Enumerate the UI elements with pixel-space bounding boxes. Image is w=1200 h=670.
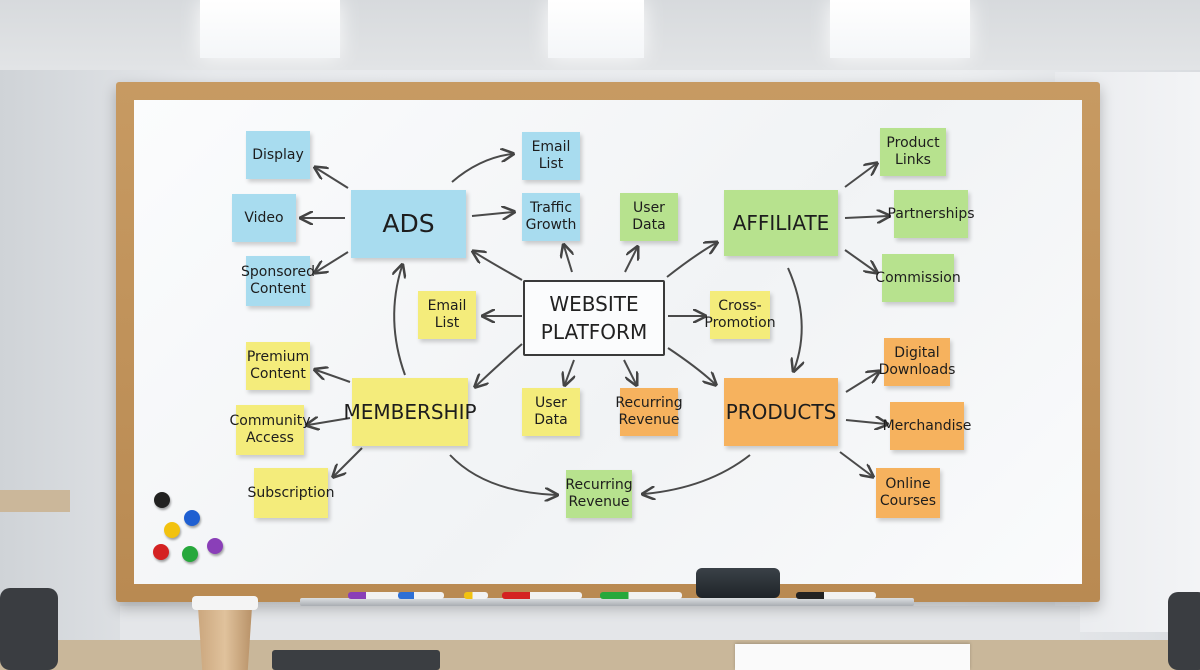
- note-sponsored-content: Sponsored Content: [241, 256, 315, 306]
- magnet[interactable]: [164, 522, 180, 538]
- desk: [0, 640, 1200, 670]
- ceiling-light: [830, 0, 970, 58]
- lower-wall: [120, 606, 1080, 640]
- note-membership: MEMBERSHIP: [343, 378, 477, 446]
- note-traffic-growth: Traffic Growth: [522, 193, 580, 241]
- marker[interactable]: [398, 592, 444, 599]
- coffee-cup-lid: [192, 596, 258, 610]
- arrow: [666, 243, 716, 278]
- coffee-cup: [197, 598, 253, 670]
- magnet[interactable]: [153, 544, 169, 560]
- note-ads: ADS: [351, 190, 466, 258]
- arrow: [308, 418, 351, 425]
- eraser[interactable]: [696, 568, 780, 598]
- note-partnerships: Partnerships: [887, 190, 975, 238]
- note-email-list-top: Email List: [522, 132, 580, 180]
- arrow: [476, 343, 523, 386]
- notebook: [735, 644, 970, 670]
- chair: [0, 588, 58, 670]
- note-subscription: Subscription: [248, 468, 335, 518]
- marker[interactable]: [502, 592, 582, 599]
- ceiling: [0, 0, 1200, 70]
- note-premium-content: Premium Content: [246, 342, 310, 390]
- marker[interactable]: [600, 592, 682, 599]
- magnet[interactable]: [184, 510, 200, 526]
- arrow: [839, 451, 872, 476]
- note-community-access: Community Access: [229, 405, 311, 455]
- ceiling-light: [548, 0, 644, 58]
- arrow: [474, 252, 523, 281]
- note-recurring-revenue-bottom: Recurring Revenue: [565, 470, 633, 518]
- arrow: [845, 420, 886, 424]
- arrow: [787, 267, 802, 370]
- arrow: [316, 251, 349, 272]
- marker[interactable]: [464, 592, 488, 599]
- magnet[interactable]: [207, 538, 223, 554]
- marker-tray: [300, 598, 914, 606]
- note-user-data-top: User Data: [620, 193, 678, 241]
- arrow: [316, 168, 349, 189]
- arrow: [565, 359, 574, 384]
- arrow: [623, 359, 636, 384]
- arrow: [644, 454, 751, 494]
- arrow: [564, 246, 572, 273]
- arrow: [844, 164, 876, 188]
- note-affiliate: AFFILIATE: [724, 190, 838, 256]
- arrow: [334, 447, 363, 476]
- arrow: [667, 347, 715, 384]
- marker[interactable]: [348, 592, 400, 599]
- note-commission: Commission: [875, 254, 961, 302]
- note-products: PRODUCTS: [724, 378, 838, 446]
- note-recurring-revenue-mid: Recurring Revenue: [615, 388, 683, 436]
- note-online-courses: Online Courses: [876, 468, 940, 518]
- note-product-links: Product Links: [880, 128, 946, 176]
- note-merchandise: Merchandise: [883, 402, 971, 450]
- arrow: [844, 216, 888, 218]
- note-cross-promotion: Cross- Promotion: [704, 291, 776, 339]
- arrow: [451, 154, 512, 183]
- arrow: [316, 370, 351, 383]
- chair: [1168, 592, 1200, 670]
- note-digital-downloads: Digital Downloads: [879, 338, 955, 386]
- tablet: [272, 650, 440, 670]
- arrow: [394, 266, 405, 376]
- arrow: [844, 249, 876, 272]
- website-platform-box: WEBSITE PLATFORM: [523, 280, 665, 356]
- arrow: [449, 454, 556, 495]
- marker[interactable]: [796, 592, 876, 599]
- note-user-data-bottom: User Data: [522, 388, 580, 436]
- note-email-list-mid: Email List: [418, 291, 476, 339]
- arrow: [624, 248, 637, 273]
- note-display: Display: [246, 131, 310, 179]
- magnet[interactable]: [182, 546, 198, 562]
- note-video: Video: [232, 194, 296, 242]
- side-shelf: [0, 490, 70, 512]
- arrow: [471, 212, 513, 216]
- ceiling-light: [200, 0, 340, 58]
- arrow: [845, 372, 878, 393]
- magnet[interactable]: [154, 492, 170, 508]
